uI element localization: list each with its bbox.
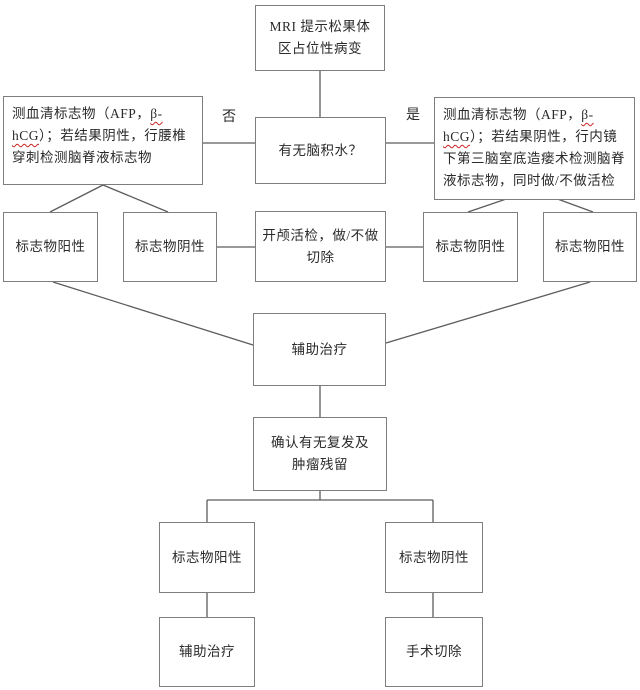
node-bottom-marker-negative: 标志物阴性 xyxy=(385,522,483,593)
node-mri-line2: 区占位性病变 xyxy=(277,41,362,56)
node-marker-negative-right: 标志物阴性 xyxy=(423,212,518,282)
node-hydrocephalus-label: 有无脑积水？ xyxy=(278,142,363,158)
node-mri-line1: MRI 提示松果体 xyxy=(269,19,371,35)
marker-negative-left-label: 标志物阴性 xyxy=(135,239,205,255)
confirm-line2: 肿瘤残留 xyxy=(292,457,348,472)
node-serum-markers-lumbar-puncture: 测血清标志物（AFP，β-hCG）；若结果阴性，行腰椎穿刺检测脑脊液标志物 xyxy=(3,96,203,185)
node-marker-positive-left: 标志物阳性 xyxy=(3,212,98,282)
edge-label-yes: 是 xyxy=(406,108,421,123)
node-mri-finding: MRI 提示松果体 区占位性病变 xyxy=(255,5,385,71)
surgical-resection-label: 手术切除 xyxy=(406,644,462,660)
serum-text-suffix: ）；若结果阴性，行腰椎穿刺检测脑脊液标志物 xyxy=(12,127,187,165)
marker-positive-left-label: 标志物阳性 xyxy=(15,239,86,255)
marker-negative-right-label: 标志物阴性 xyxy=(435,239,506,255)
serum-text-prefix: 测血清标志物（AFP， xyxy=(443,107,582,122)
serum-text-suffix: ）；若结果阴性，行内镜下第三脑室底造瘘术检测脑脊液标志物，同时做/不做活检 xyxy=(443,128,625,188)
node-confirm-recurrence: 确认有无复发及 肿瘤残留 xyxy=(253,417,387,491)
node-bottom-adjuvant-therapy: 辅助治疗 xyxy=(159,617,255,687)
node-marker-positive-right: 标志物阳性 xyxy=(543,212,637,282)
serum-marker-bhcg: β-hCG xyxy=(443,107,594,144)
bottom-marker-negative-label: 标志物阴性 xyxy=(399,549,469,565)
confirm-line1: 确认有无复发及 xyxy=(271,435,369,451)
node-adjuvant-therapy: 辅助治疗 xyxy=(253,313,386,386)
serum-text-prefix: 测血清标志物（AFP， xyxy=(12,106,151,121)
craniotomy-line2: 切除 xyxy=(306,249,335,265)
craniotomy-line1: 开颅活检，做/不做 xyxy=(262,227,379,243)
node-serum-markers-etv-biopsy: 测血清标志物（AFP，β-hCG）；若结果阴性，行内镜下第三脑室底造瘘术检测脑脊… xyxy=(434,97,635,200)
adjuvant-therapy-label: 辅助治疗 xyxy=(291,341,348,357)
node-surgical-resection: 手术切除 xyxy=(385,617,483,687)
node-bottom-marker-positive: 标志物阳性 xyxy=(159,522,255,593)
marker-positive-right-label: 标志物阳性 xyxy=(555,239,625,255)
node-craniotomy-biopsy: 开颅活检，做/不做 切除 xyxy=(255,211,386,282)
node-marker-negative-left: 标志物阴性 xyxy=(123,212,217,282)
bottom-adjuvant-therapy-label: 辅助治疗 xyxy=(179,644,235,660)
edge-label-no: 否 xyxy=(222,110,237,125)
node-hydrocephalus-decision: 有无脑积水？ xyxy=(255,117,386,184)
bottom-marker-positive-label: 标志物阳性 xyxy=(172,549,242,565)
serum-marker-bhcg: β-hCG xyxy=(12,106,163,143)
